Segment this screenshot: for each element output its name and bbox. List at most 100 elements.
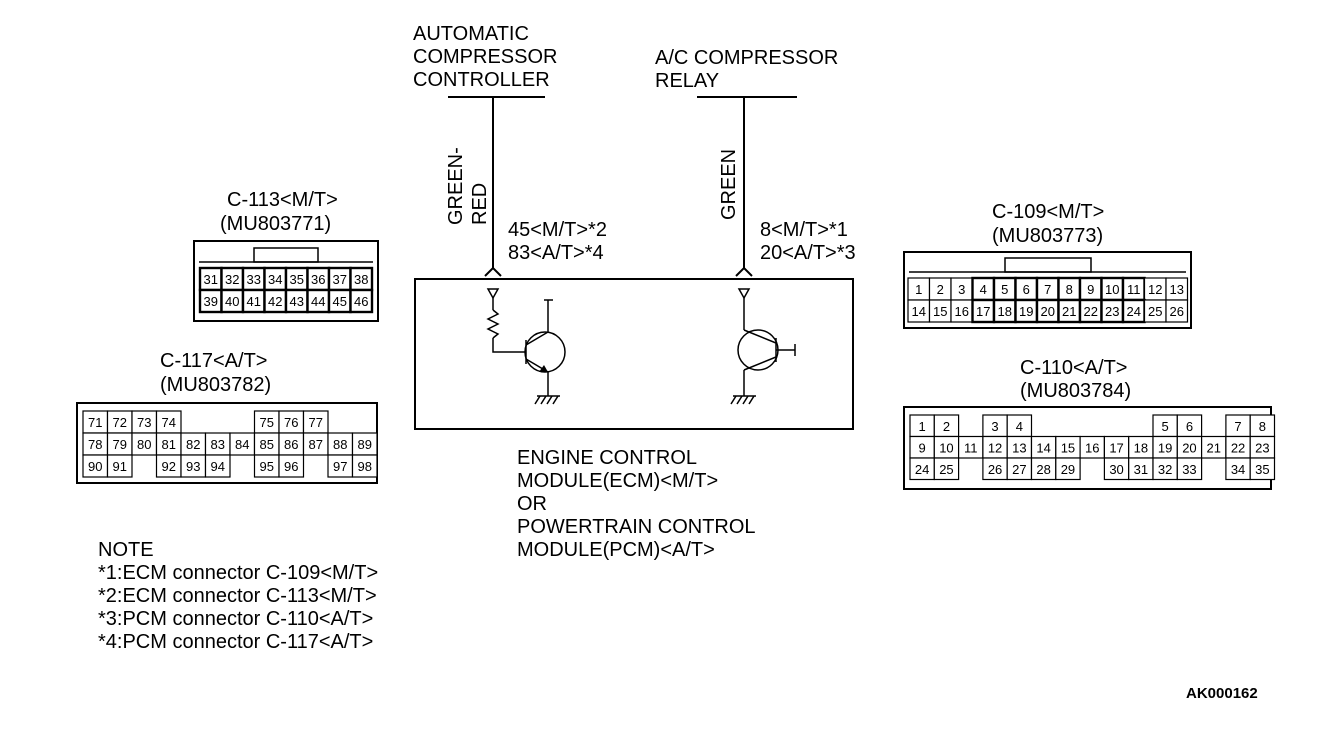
wire-right-color: GREEN xyxy=(718,149,740,220)
c109-housing xyxy=(903,251,1192,329)
pin-triangle-right-icon xyxy=(737,288,751,300)
pin-triangle-left-icon xyxy=(486,288,500,300)
c117-pin-label: 75 xyxy=(260,415,274,430)
c113-housing xyxy=(193,240,379,322)
c109-pin-label: 16 xyxy=(955,304,969,319)
c110-pin-label: 13 xyxy=(1012,440,1026,455)
c117-pin-label: 93 xyxy=(186,459,200,474)
pin-right-line2: 20<A/T>*3 xyxy=(760,242,856,264)
c113-pin-label: 32 xyxy=(225,272,239,287)
c110-pin-label: 23 xyxy=(1255,440,1269,455)
module-caption-line2: MODULE(ECM)<M/T> xyxy=(517,470,718,492)
c117-pin-label: 83 xyxy=(211,437,225,452)
c109-pin-label: 5 xyxy=(1001,282,1008,297)
c110-title-line2: (MU803784) xyxy=(1020,380,1131,402)
c117-pin-label: 82 xyxy=(186,437,200,452)
c117-pin-label: 86 xyxy=(284,437,298,452)
c109-pin-label: 15 xyxy=(933,304,947,319)
module-caption-line3: OR xyxy=(517,493,547,515)
pin-left-line2: 83<A/T>*4 xyxy=(508,242,604,264)
c110-pin-cell xyxy=(1176,457,1203,481)
c117-pin-label: 74 xyxy=(162,415,176,430)
c117-pin-label: 94 xyxy=(211,459,225,474)
c110-title-line1: C-110<A/T> xyxy=(1020,357,1127,379)
c110-pin-label: 17 xyxy=(1109,440,1123,455)
c113-pin-label: 31 xyxy=(204,272,218,287)
chevron-left-icon xyxy=(484,266,502,277)
c109-pin-label: 8 xyxy=(1066,282,1073,297)
c109-pin-label: 2 xyxy=(937,282,944,297)
c110-pin-label: 26 xyxy=(988,462,1002,477)
c110-pin-label: 12 xyxy=(988,440,1002,455)
c110-pin-label: 33 xyxy=(1182,462,1196,477)
c117-pin-cell xyxy=(204,454,231,478)
note-2: *2:ECM connector C-113<M/T> xyxy=(98,585,377,607)
c117-pin-label: 98 xyxy=(358,459,372,474)
c110-pin-label: 11 xyxy=(964,440,978,455)
c110-pin-label: 10 xyxy=(939,440,953,455)
c117-pin-label: 92 xyxy=(162,459,176,474)
c113-title-line2: (MU803771) xyxy=(220,213,331,235)
c113-pin-cell xyxy=(349,288,374,314)
ground-right-icon xyxy=(730,395,756,405)
note-heading: NOTE xyxy=(98,539,154,561)
c117-pin-label: 81 xyxy=(162,437,176,452)
c117-pin-label: 79 xyxy=(113,437,127,452)
c110-pin-label: 8 xyxy=(1259,419,1266,434)
c109-pin-label: 18 xyxy=(998,304,1012,319)
right-circuit xyxy=(730,288,796,405)
acc-label-line1: AUTOMATIC xyxy=(413,23,529,45)
c113-pin-label: 39 xyxy=(204,294,218,309)
note-4: *4:PCM connector C-117<A/T> xyxy=(98,631,373,653)
c117-pin-label: 76 xyxy=(284,415,298,430)
c109-pin-label: 13 xyxy=(1170,282,1184,297)
c109-pin-label: 4 xyxy=(980,282,987,297)
c110-pin-label: 31 xyxy=(1134,462,1148,477)
c117-pin-label: 91 xyxy=(113,459,127,474)
c117-pin-label: 72 xyxy=(113,415,127,430)
c113-pin-label: 44 xyxy=(311,294,325,309)
c109-pin-label: 3 xyxy=(958,282,965,297)
notes: NOTE *1:ECM connector C-109<M/T> *2:ECM … xyxy=(98,539,378,653)
c117-pin-label: 85 xyxy=(260,437,274,452)
c109-pin-label: 21 xyxy=(1062,304,1076,319)
module-caption: ENGINE CONTROL MODULE(ECM)<M/T> OR POWER… xyxy=(517,447,756,561)
relay-label: A/C COMPRESSOR RELAY xyxy=(655,47,838,92)
c117-title-line2: (MU803782) xyxy=(160,374,271,396)
acc-label-line2: COMPRESSOR xyxy=(413,46,557,68)
c110-pin-label: 20 xyxy=(1182,440,1196,455)
c110-pin-label: 6 xyxy=(1186,419,1193,434)
c110-pin-label: 29 xyxy=(1061,462,1075,477)
c117-pin-label: 77 xyxy=(309,415,323,430)
c109-pin-label: 11 xyxy=(1127,282,1141,297)
c110-pin-label: 32 xyxy=(1158,462,1172,477)
c117-title-line1: C-117<A/T> xyxy=(160,350,267,372)
c110-pin-label: 28 xyxy=(1036,462,1050,477)
c109-title-line1: C-109<M/T> xyxy=(992,201,1104,223)
relay-label-line2: RELAY xyxy=(655,70,719,92)
module-caption-line1: ENGINE CONTROL xyxy=(517,447,697,469)
c110-pin-label: 7 xyxy=(1234,419,1241,434)
c113-pin-label: 34 xyxy=(268,272,282,287)
c110-pin-label: 22 xyxy=(1231,440,1245,455)
acc-label: AUTOMATIC COMPRESSOR CONTROLLER xyxy=(413,23,557,91)
c117-pin-label: 89 xyxy=(358,437,372,452)
ground-left-icon xyxy=(534,395,560,405)
c109-pin-label: 24 xyxy=(1127,304,1141,319)
c110-pin-label: 35 xyxy=(1255,462,1269,477)
c109-pin-label: 6 xyxy=(1023,282,1030,297)
c113-pin-label: 43 xyxy=(290,294,304,309)
c117-pin-label: 80 xyxy=(137,437,151,452)
resistor-icon xyxy=(486,309,500,339)
c113-pin-label: 42 xyxy=(268,294,282,309)
chevron-right-icon xyxy=(735,266,753,277)
c117-pin-label: 78 xyxy=(88,437,102,452)
c109-pin-label: 9 xyxy=(1087,282,1094,297)
c117-pin-label: 87 xyxy=(309,437,323,452)
c117-pin-label: 96 xyxy=(284,459,298,474)
note-3: *3:PCM connector C-110<A/T> xyxy=(98,608,373,630)
c109-pin-label: 17 xyxy=(976,304,990,319)
